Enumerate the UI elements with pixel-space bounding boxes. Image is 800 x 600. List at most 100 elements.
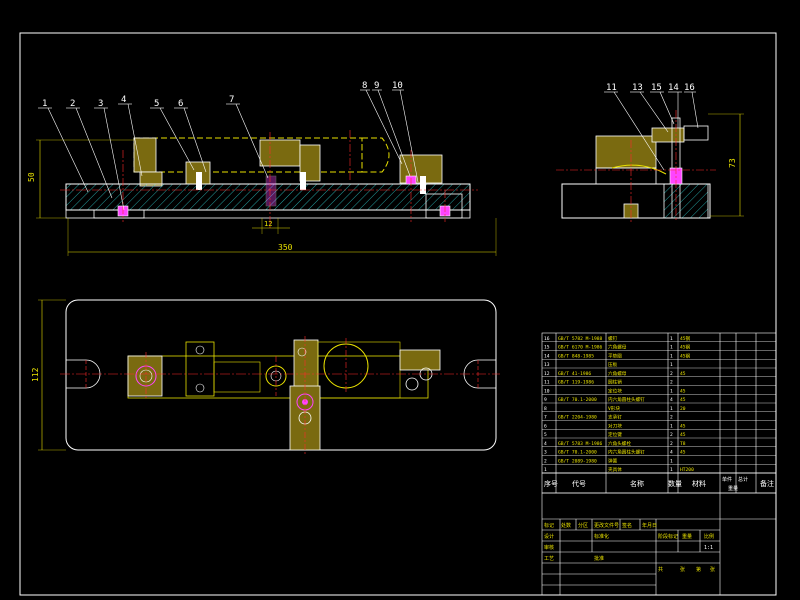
plan-view: 112 bbox=[31, 299, 500, 456]
bom-cell-mat: 45 bbox=[680, 432, 686, 438]
bom-cell-code: GB/T 70.1-2000 bbox=[558, 450, 597, 456]
sign-design: 设计 bbox=[544, 533, 554, 540]
bom-cell-name: 支承钉 bbox=[608, 414, 622, 421]
bom-cell-mat: 45 bbox=[680, 450, 686, 456]
bom-cell-qty: 2 bbox=[670, 380, 673, 386]
header-remark: 备注 bbox=[760, 479, 774, 488]
header-single: 单件 bbox=[722, 476, 732, 483]
bom-cell-name: 圆柱销 bbox=[608, 379, 622, 386]
bom-cell-mat: 45 bbox=[680, 371, 686, 377]
bom-cell-qty: 1 bbox=[670, 406, 673, 412]
bom-cell-qty: 2 bbox=[670, 415, 673, 421]
sign-no: 第 bbox=[696, 566, 701, 573]
front-balloons: 1 2 3 4 5 6 7 8 9 10 bbox=[42, 81, 403, 109]
balloon-4: 4 bbox=[121, 95, 126, 105]
bom-cell-qty: 4 bbox=[670, 397, 673, 403]
sign-count: 处数 bbox=[561, 522, 571, 529]
sign-signature: 签名 bbox=[622, 522, 632, 529]
bom-header: 序号 代号 名称 数量 材料 单件 总计 重量 备注 bbox=[544, 476, 774, 492]
bom-cell-name: 六角螺母 bbox=[608, 344, 627, 351]
bom-cell-seq: 13 bbox=[544, 362, 550, 368]
header-name: 名称 bbox=[630, 479, 644, 488]
bom-cell-qty: 1 bbox=[670, 362, 673, 368]
sign-scale: 比例 bbox=[704, 533, 714, 540]
sign-craft: 工艺 bbox=[544, 556, 554, 562]
bom-cell-code: GB/T 2089-1980 bbox=[558, 458, 597, 464]
sign-sheet-2: 张 bbox=[710, 566, 715, 573]
sign-block: 标记 处数 分区 更改文件号 签名 年月日 设计 标准化 审核 工艺 批准 阶段… bbox=[544, 522, 715, 573]
bom-cell-name: 定位块 bbox=[608, 387, 622, 394]
bom-cell-mat: T8 bbox=[680, 441, 686, 447]
bom-cell-mat: 45钢 bbox=[680, 344, 691, 351]
bom-cell-seq: 6 bbox=[544, 423, 547, 429]
bom-cell-qty: 4 bbox=[670, 450, 673, 456]
balloon-2: 2 bbox=[70, 99, 75, 109]
bom-cell-qty: 1 bbox=[670, 458, 673, 464]
balloon-8: 8 bbox=[362, 81, 367, 91]
bom-cell-mat: 45 bbox=[680, 423, 686, 429]
bom-cell-code: GB/T 5782 M-1988 bbox=[558, 336, 602, 342]
bom-cell-seq: 16 bbox=[544, 336, 550, 342]
bom-cell-mat: 45 bbox=[680, 397, 686, 403]
bom-cell-seq: 12 bbox=[544, 371, 550, 377]
sign-change-doc: 更改文件号 bbox=[594, 522, 619, 529]
bom-cell-seq: 2 bbox=[544, 458, 547, 464]
sign-zone: 分区 bbox=[578, 522, 588, 529]
balloon-13: 13 bbox=[632, 83, 643, 93]
bom-cell-seq: 7 bbox=[544, 415, 547, 421]
bom-cell-mat: 45钢 bbox=[680, 335, 691, 342]
bom-cell-mat: 20 bbox=[680, 406, 686, 412]
side-balloons: 11 13 15 14 16 bbox=[606, 83, 695, 93]
bom-cell-name: 内六角圆柱头螺钉 bbox=[608, 396, 645, 403]
balloon-15: 15 bbox=[651, 83, 662, 93]
bom-cell-name: 螺钉 bbox=[608, 335, 618, 342]
sign-weight: 重量 bbox=[682, 533, 692, 540]
bom-cell-qty: 1 bbox=[670, 353, 673, 359]
balloon-7: 7 bbox=[229, 95, 234, 105]
sign-sheet: 张 bbox=[680, 566, 685, 573]
bom-cell-name: 弹簧 bbox=[608, 457, 618, 464]
sign-review: 审核 bbox=[544, 544, 554, 551]
sign-date: 年月日 bbox=[642, 522, 657, 529]
bom-cell-qty: 1 bbox=[670, 467, 673, 473]
header-weight: 重量 bbox=[728, 485, 738, 492]
bom-cell-name: 对刀块 bbox=[608, 422, 622, 429]
bom-cell-code: GB/T 2204-1980 bbox=[558, 415, 597, 421]
front-view: 50 350 12 bbox=[27, 89, 497, 256]
balloon-3: 3 bbox=[98, 99, 103, 109]
sign-mark: 标记 bbox=[544, 522, 554, 529]
bom-cell-mat: HT200 bbox=[680, 467, 694, 473]
drawing-frame bbox=[19, 32, 777, 596]
bom-cell-code: GB/T 119-1986 bbox=[558, 380, 594, 386]
header-material: 材料 bbox=[692, 479, 706, 488]
sign-approve: 批准 bbox=[594, 555, 604, 562]
dim-front-height: 50 bbox=[27, 172, 36, 182]
bom-cell-mat: 45 bbox=[680, 388, 686, 394]
balloon-1: 1 bbox=[42, 99, 47, 109]
sign-standardize: 标准化 bbox=[594, 533, 609, 540]
balloon-11: 11 bbox=[606, 83, 617, 93]
sign-stage: 阶段标记 bbox=[658, 533, 678, 540]
header-seq: 序号 bbox=[544, 479, 558, 488]
header-code: 代号 bbox=[572, 479, 586, 488]
bom-cell-seq: 15 bbox=[544, 345, 550, 351]
bom-cell-qty: 2 bbox=[670, 371, 673, 377]
dim-side-height: 73 bbox=[728, 158, 737, 168]
bom-cell-seq: 5 bbox=[544, 432, 547, 438]
bom-cell-code: GB/T 70.1-2000 bbox=[558, 397, 597, 403]
bom-cell-seq: 4 bbox=[544, 441, 547, 447]
bom-cell-seq: 10 bbox=[544, 388, 550, 394]
balloon-10: 10 bbox=[392, 81, 403, 91]
balloon-6: 6 bbox=[178, 99, 183, 109]
bom-cell-qty: 1 bbox=[670, 388, 673, 394]
side-view: 73 bbox=[556, 91, 744, 222]
bom-cell-qty: 2 bbox=[670, 441, 673, 447]
bom-cell-code: GB/T 5783 M-1986 bbox=[558, 441, 602, 447]
balloon-9: 9 bbox=[374, 81, 379, 91]
bom-cell-code: GB/T 41-1986 bbox=[558, 371, 591, 377]
bom-cell-name: 压板 bbox=[608, 361, 618, 368]
balloon-14: 14 bbox=[668, 83, 679, 93]
balloon-5: 5 bbox=[154, 99, 159, 109]
bom-cell-qty: 1 bbox=[670, 336, 673, 342]
